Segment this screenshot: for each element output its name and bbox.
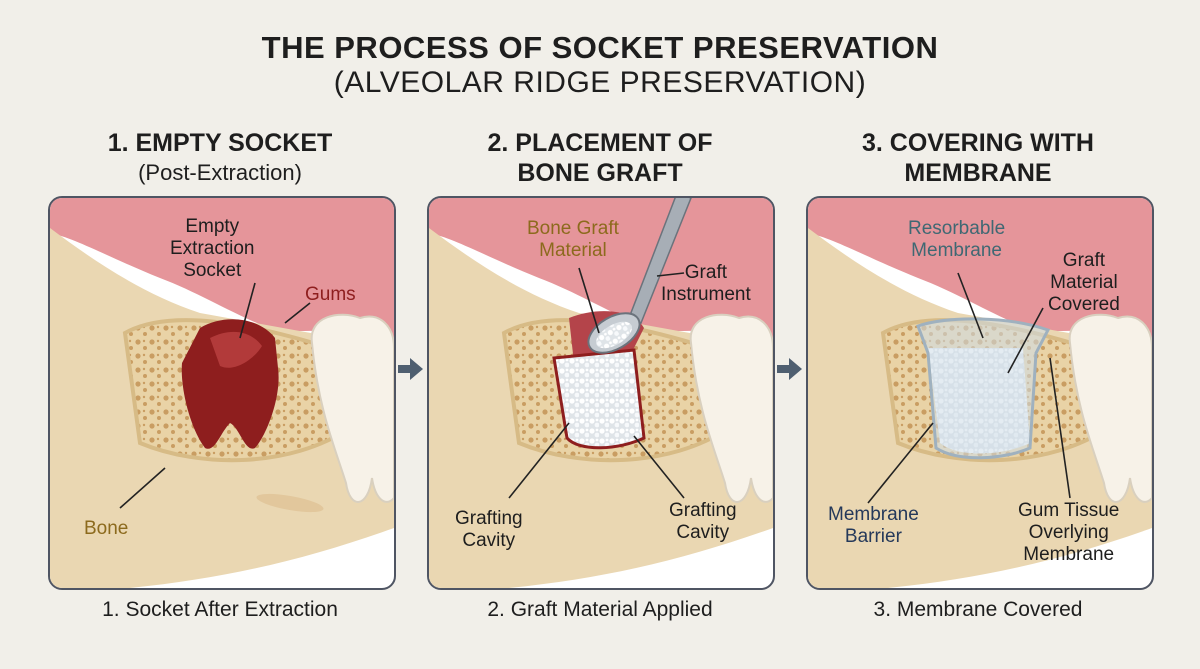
step-1-caption: 1. Socket After Extraction xyxy=(102,598,338,621)
step-2-heading-line2: BONE GRAFT xyxy=(517,159,683,187)
tooth xyxy=(689,313,773,503)
arrow-right-icon xyxy=(398,358,423,380)
step-3-heading: 3. COVERING WITH MEMBRANE xyxy=(798,128,1158,188)
step-2-heading-line1: 2. PLACEMENT OF xyxy=(487,129,713,157)
gums-label: Gums xyxy=(305,284,356,305)
step-3-caption: 3. Membrane Covered xyxy=(873,598,1083,621)
step-2-panel: Bone Graft Material Graft Instrument Gra… xyxy=(427,196,775,590)
step-1-heading: 1. EMPTY SOCKET (Post-Extraction) xyxy=(40,128,400,188)
step-3-heading-line2: MEMBRANE xyxy=(904,159,1052,187)
socket-highlight xyxy=(210,331,262,368)
grafting-cavity-left-label: Grafting Cavity xyxy=(455,508,523,551)
membrane-barrier-label: Membrane Barrier xyxy=(828,504,919,547)
grafting-cavity-right-label: Grafting Cavity xyxy=(669,500,737,543)
gum-tissue xyxy=(808,198,1152,348)
step-2-illustration xyxy=(429,198,773,588)
tooth xyxy=(1068,313,1152,503)
gum-tissue-overlying-label: Gum Tissue Overlying Membrane xyxy=(1018,500,1120,565)
arrow-right-icon xyxy=(777,358,802,380)
step-3-illustration xyxy=(808,198,1152,588)
step-2-caption: 2. Graft Material Applied xyxy=(487,598,713,621)
page-subtitle: (ALVEOLAR RIDGE PRESERVATION) xyxy=(333,66,867,99)
gum-tissue xyxy=(50,198,394,348)
nerve-canal xyxy=(256,493,324,513)
gum-tissue xyxy=(429,198,773,348)
bone-label: Bone xyxy=(84,518,129,539)
graft-instrument xyxy=(587,198,692,354)
graft-instrument-label: Graft Instrument xyxy=(661,262,751,305)
page-title: THE PROCESS OF SOCKET PRESERVATION xyxy=(261,30,939,65)
membrane xyxy=(916,317,1051,460)
graft-material-covered-label: Graft Material Covered xyxy=(1048,250,1120,315)
step-2-heading: 2. PLACEMENT OF BONE GRAFT xyxy=(420,128,780,188)
step-1-heading-line2: (Post-Extraction) xyxy=(138,160,302,185)
resorbable-membrane-label: Resorbable Membrane xyxy=(908,218,1006,261)
graft-material xyxy=(552,348,646,450)
step-3-panel: Resorbable Membrane Graft Material Cover… xyxy=(806,196,1154,590)
step-1-panel: Empty Extraction Socket Gums Bone xyxy=(48,196,396,590)
step-3-heading-line1: 3. COVERING WITH xyxy=(862,129,1094,157)
step-1-illustration xyxy=(50,198,394,588)
tooth xyxy=(310,313,394,503)
bone-graft-material-label: Bone Graft Material xyxy=(527,218,619,261)
step-1-heading-line1: 1. EMPTY SOCKET xyxy=(107,129,333,157)
empty-socket-label: Empty Extraction Socket xyxy=(170,216,255,281)
